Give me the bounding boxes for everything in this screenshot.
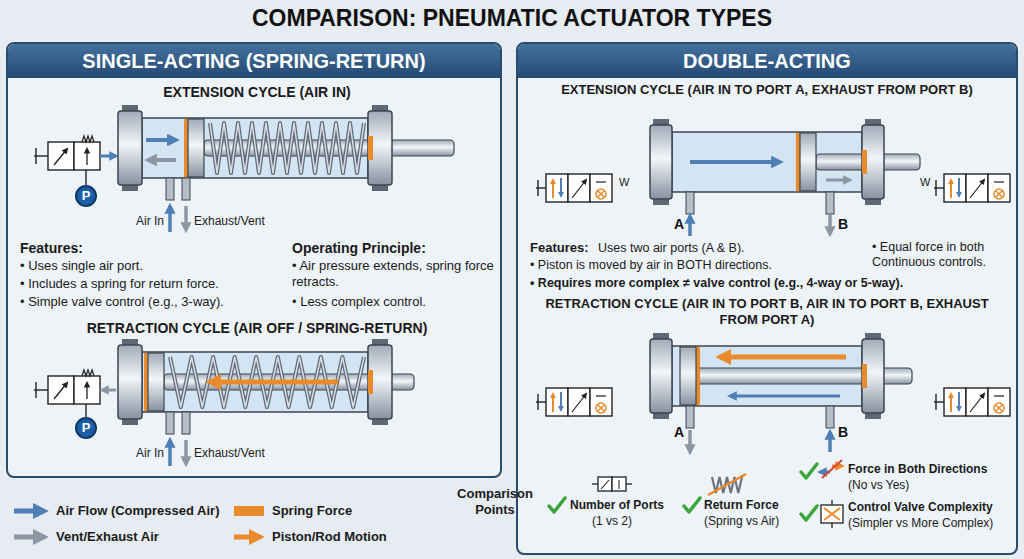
- single-acting-cylinder: [118, 105, 454, 200]
- comparison-detail: (No vs Yes): [848, 478, 909, 492]
- port-letter: P: [77, 419, 95, 437]
- port-a-arrow: [688, 216, 692, 236]
- valve-4-way: [536, 174, 612, 202]
- cycle-heading: EXTENSION CYCLE (AIR IN TO PORT A, EXHAU…: [547, 82, 987, 98]
- port-label: Air In: [122, 446, 164, 460]
- features-heading: Features:: [530, 240, 589, 256]
- legend-label: Spring Force: [272, 503, 352, 519]
- port-letter: B: [838, 216, 848, 233]
- feature-item: • Requires more complex ≠ valve control …: [530, 276, 903, 291]
- port-b-arrow: [828, 432, 832, 452]
- comparison-item: Control Valve Complexity: [848, 500, 993, 514]
- spring-symbol-label: W: [920, 176, 930, 189]
- valve-4-way: [934, 388, 1010, 416]
- cycle-heading: RETRACTION CYCLE (AIR IN TO PORT B, AIR …: [532, 296, 1002, 328]
- comparison-detail: (Simpler vs More Complex): [848, 516, 993, 530]
- legend-label: Air Flow (Compressed Air): [56, 503, 219, 519]
- legend-label: Vent/Exhaust Air: [56, 529, 159, 545]
- panel-heading: DOUBLE-ACTING: [518, 44, 1016, 78]
- spring-coil: [170, 357, 364, 407]
- port-b-arrow: [828, 214, 832, 234]
- double-acting-cylinder: [650, 333, 912, 428]
- legend-label: Piston/Rod Motion: [272, 529, 387, 545]
- double-acting-cylinder: [650, 119, 920, 214]
- port-label: Exhaust/Vent: [194, 214, 265, 228]
- port-label: Exhaust/Vent: [194, 446, 265, 460]
- features-heading: Features:: [20, 240, 83, 257]
- port-letter: P: [77, 187, 95, 205]
- comparison-detail: (1 vs 2): [592, 514, 632, 528]
- valve-3-way: [34, 136, 100, 170]
- panel-heading: SINGLE-ACTING (SPRING-RETURN): [8, 44, 500, 78]
- check-mark: [549, 464, 817, 520]
- supply-line: [85, 404, 86, 417]
- feature-item: • Simple valve control (e.g., 3-way).: [20, 294, 224, 310]
- supply-line: [85, 170, 86, 185]
- vent-line: [102, 389, 116, 392]
- port-a-arrow: [688, 430, 692, 452]
- comparison-heading: Comparison Points: [450, 486, 540, 517]
- page-title: COMPARISON: PNEUMATIC ACTUATOR TYPES: [0, 5, 1024, 32]
- valve-4-way: [934, 174, 1010, 202]
- feature-item: • Piston is moved by air in BOTH directi…: [530, 258, 772, 273]
- panel-ground: [516, 42, 1018, 555]
- spring-coil: [170, 357, 364, 407]
- panel-ground: [6, 42, 502, 478]
- feature-item: • Includes a spring for return force.: [20, 276, 219, 292]
- cycle-heading: EXTENSION CYCLE (AIR IN): [107, 84, 407, 101]
- air-in-arrow: [168, 206, 172, 232]
- legend-sample-motion: [234, 535, 260, 540]
- valve-4-way: [536, 388, 612, 416]
- port-letter: A: [674, 216, 684, 233]
- comparison-item: Number of Ports: [570, 498, 664, 512]
- vent-arrow: [184, 206, 188, 230]
- legend-sample-air: [14, 509, 44, 514]
- comparison-item: Return Force: [704, 498, 779, 512]
- force-direction-icon: [820, 460, 842, 478]
- vent-arrow: [184, 440, 188, 464]
- pressure-source-symbol: P: [75, 417, 97, 439]
- port-label: Air In: [122, 214, 164, 228]
- spring-icon: [708, 474, 746, 495]
- feature-item: Uses two air ports (A & B).: [598, 241, 745, 256]
- feature-item: • Equal force in both Continuous control…: [872, 240, 1010, 270]
- spring-coil: [210, 123, 364, 173]
- cycle-heading: RETRACTION CYCLE (AIR OFF / SPRING-RETUR…: [57, 320, 457, 337]
- comparison-detail: (Spring vs Air): [704, 514, 779, 528]
- port-letter: B: [838, 424, 848, 441]
- air-line: [100, 155, 116, 158]
- legend-sample-vent: [14, 535, 44, 540]
- valve-icon: [592, 477, 632, 491]
- feature-item: • Uses single air port.: [20, 258, 143, 274]
- principle-item: • Less complex control.: [292, 294, 426, 310]
- pressure-source-symbol: P: [75, 185, 97, 207]
- port-letter: A: [674, 424, 684, 441]
- air-in-arrow: [168, 440, 172, 466]
- legend-sample-spring: [234, 506, 264, 516]
- spring-symbol-label: W: [619, 176, 629, 189]
- valve-complexity-icon: [821, 500, 843, 528]
- comparison-item: Force in Both Directions: [848, 462, 987, 476]
- single-acting-cylinder: [118, 339, 414, 434]
- principle-heading: Operating Principle:: [292, 240, 426, 257]
- principle-item: • Air pressure extends, spring force ret…: [292, 258, 497, 289]
- valve-3-way: [34, 370, 100, 404]
- spring-coil: [210, 123, 364, 173]
